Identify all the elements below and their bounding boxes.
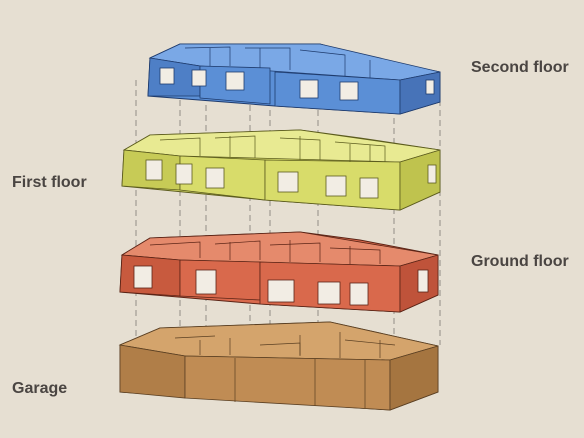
- first-floor-label: First floor: [12, 174, 87, 191]
- second-floor-level: [147, 43, 441, 115]
- ground-floor-label: Ground floor: [471, 253, 569, 270]
- garage-label: Garage: [12, 380, 68, 397]
- second-floor-label: Second floor: [471, 59, 569, 76]
- ground-floor-level: [119, 231, 439, 313]
- first-floor-level: [121, 129, 441, 211]
- garage-level: [118, 321, 439, 411]
